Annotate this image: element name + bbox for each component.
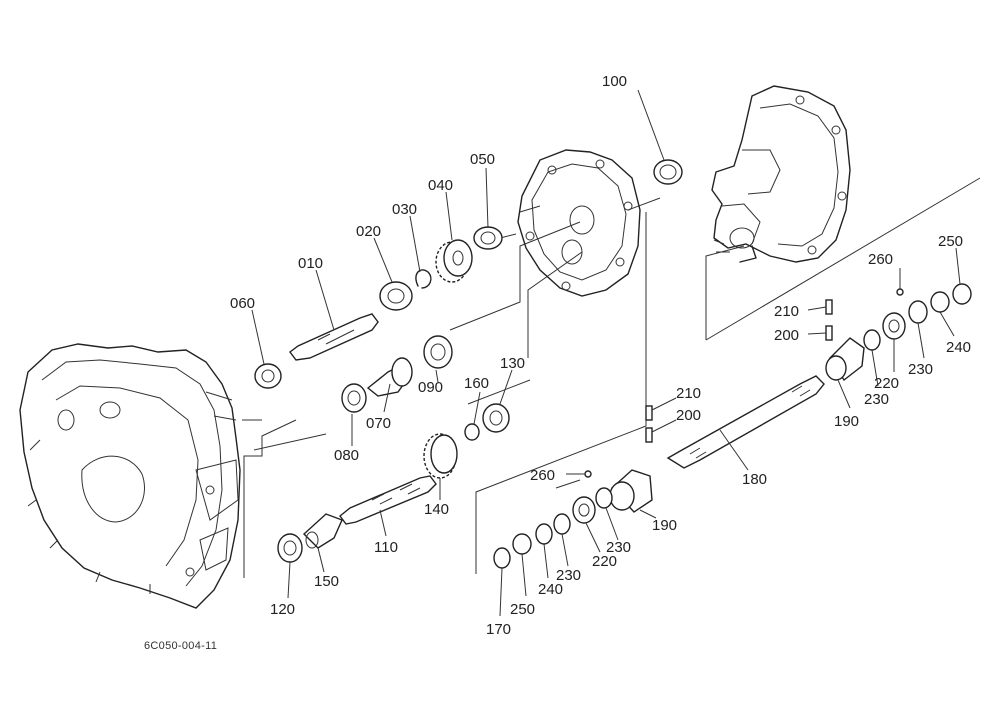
part-pins-210-200-upper[interactable]: [825, 299, 833, 341]
callout-labels: 100 050 040 030 020 010 060 090 070 080 …: [230, 73, 971, 638]
callout-230-lower-a: 230: [606, 539, 631, 556]
callout-130: 130: [500, 355, 525, 372]
callout-170: 170: [486, 621, 511, 638]
callout-050: 050: [470, 151, 495, 168]
callout-240-lower: 240: [538, 581, 563, 598]
callout-060: 060: [230, 295, 255, 312]
part-bearing-080[interactable]: [341, 383, 367, 413]
callout-030: 030: [392, 201, 417, 218]
leader-lines: [251, 89, 961, 617]
callout-020: 020: [356, 223, 381, 240]
callout-010: 010: [298, 255, 323, 272]
part-bearing-120[interactable]: [277, 533, 303, 563]
callout-080: 080: [334, 447, 359, 464]
part-shim-240-lower[interactable]: [535, 523, 553, 545]
part-coupling-190-lower[interactable]: [609, 469, 653, 513]
part-washer-230-lower-b[interactable]: [553, 513, 571, 535]
part-pins-210-200-lower[interactable]: [645, 405, 653, 443]
callout-150: 150: [314, 573, 339, 590]
callout-230-upper-a: 230: [908, 361, 933, 378]
front-transmission-case[interactable]: [19, 343, 241, 609]
callout-200-lower: 200: [676, 407, 701, 424]
callout-140: 140: [424, 501, 449, 518]
callout-070: 070: [366, 415, 391, 432]
assembly-guide-lines: [242, 177, 981, 578]
callout-220-upper: 220: [874, 375, 899, 392]
drawing-code: 6C050-004-11: [144, 640, 218, 652]
part-bearing-020[interactable]: [379, 281, 413, 311]
part-bearing-130[interactable]: [482, 403, 510, 433]
callout-230-upper-b: 230: [864, 391, 889, 408]
callout-210-lower: 210: [676, 385, 701, 402]
callout-180: 180: [742, 471, 767, 488]
center-case-plate[interactable]: [517, 149, 641, 297]
callout-260-upper: 260: [868, 251, 893, 268]
part-bearing-220-lower[interactable]: [572, 496, 596, 524]
part-washer-230-upper-b[interactable]: [863, 329, 881, 351]
rear-transmission-case[interactable]: [711, 85, 851, 263]
part-output-shaft-180[interactable]: [666, 375, 825, 469]
part-washer-230-upper-a[interactable]: [908, 300, 928, 324]
part-shim-240-upper[interactable]: [930, 291, 950, 313]
part-circlip-030[interactable]: [415, 269, 432, 289]
callout-190-lower: 190: [652, 517, 677, 534]
part-gear-140[interactable]: [423, 433, 458, 479]
part-sleeve-150[interactable]: [302, 513, 343, 549]
part-oil-seal[interactable]: [653, 159, 683, 185]
callout-220-lower: 220: [592, 553, 617, 570]
part-ball-260-upper[interactable]: [896, 288, 904, 296]
callout-260-lower: 260: [530, 467, 555, 484]
part-counter-gear-070[interactable]: [366, 357, 413, 397]
callout-160: 160: [464, 375, 489, 392]
callout-250-upper: 250: [938, 233, 963, 250]
callout-040: 040: [428, 177, 453, 194]
callout-100: 100: [602, 73, 627, 90]
part-gear-040[interactable]: [435, 239, 473, 283]
part-washer-230-lower-a[interactable]: [595, 487, 613, 509]
part-snap-ring-250-upper[interactable]: [952, 283, 972, 305]
part-coupling-190-upper[interactable]: [825, 337, 865, 382]
part-countershaft-110[interactable]: [339, 475, 437, 525]
callout-200-upper: 200: [774, 327, 799, 344]
part-bearing-220-upper[interactable]: [882, 312, 906, 340]
part-bearing-050[interactable]: [473, 226, 503, 250]
callout-110: 110: [374, 539, 398, 556]
part-input-shaft-010[interactable]: [289, 313, 379, 361]
callout-240-upper: 240: [946, 339, 971, 356]
callout-250-lower: 250: [510, 601, 535, 618]
part-seal-060[interactable]: [254, 363, 282, 389]
part-washer-170[interactable]: [493, 547, 511, 569]
part-snap-ring-250-lower[interactable]: [512, 533, 532, 555]
callout-210-upper: 210: [774, 303, 799, 320]
callout-230-lower-b: 230: [556, 567, 581, 584]
part-bearing-090[interactable]: [423, 335, 453, 369]
callout-090: 090: [418, 379, 443, 396]
part-ball-260-lower[interactable]: [584, 470, 592, 478]
part-collar-160[interactable]: [464, 423, 480, 441]
callout-120: 120: [270, 601, 295, 618]
callout-190-upper: 190: [834, 413, 859, 430]
